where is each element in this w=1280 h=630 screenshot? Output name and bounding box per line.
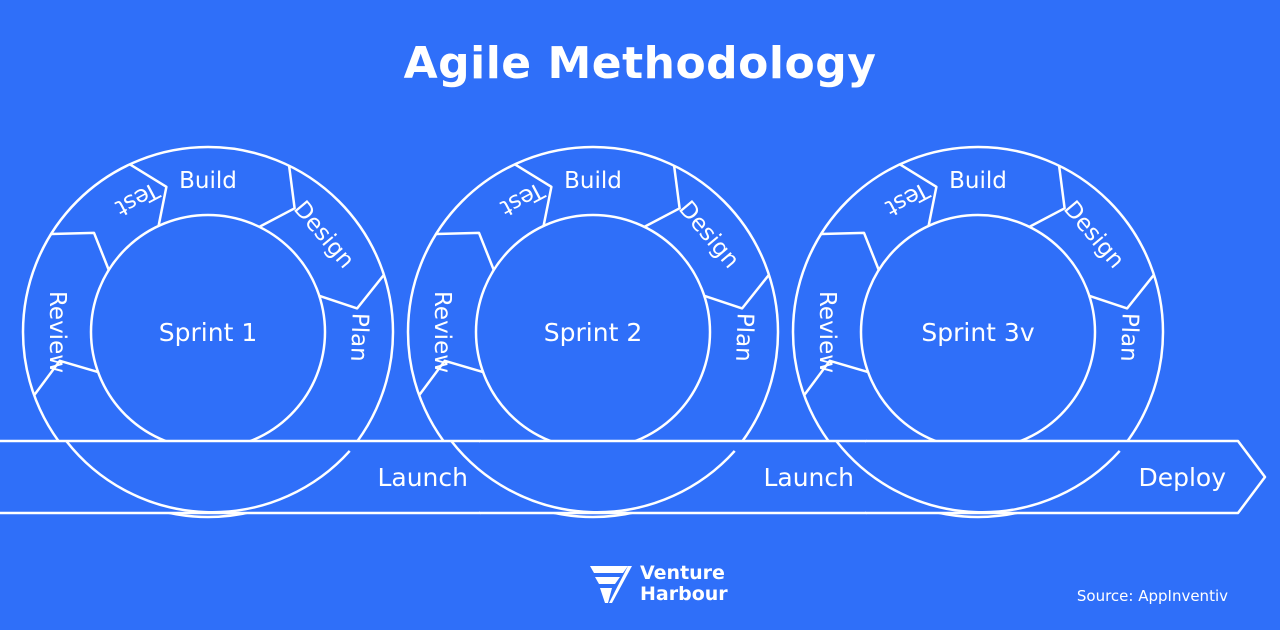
step-label-build: Build [564, 168, 622, 194]
source-credit: Source: AppInventiv [1076, 587, 1228, 605]
step-separator [703, 274, 770, 310]
step-label-design: Design [673, 196, 744, 274]
venture-harbour-logo-icon [590, 566, 632, 603]
end-label: Launch [763, 463, 854, 492]
step-label-review: Review [814, 291, 840, 373]
step-separator [258, 165, 296, 228]
step-label-test: Test [881, 176, 934, 221]
step-label-plan: Plan [345, 312, 373, 362]
step-label-plan: Plan [730, 312, 758, 362]
step-label-build: Build [179, 168, 237, 194]
end-label: Launch [377, 463, 468, 492]
sprint-outer-ring [406, 145, 780, 519]
step-separator [318, 274, 385, 310]
step-label-build: Build [949, 168, 1007, 194]
venture-harbour-logo: Venture Harbour [588, 563, 728, 605]
step-separator [514, 163, 553, 227]
step-separator [418, 359, 484, 397]
step-separator [643, 165, 681, 228]
band-fill [866, 441, 1265, 513]
sprint-outer-ring [791, 145, 1165, 519]
loop-hook [65, 440, 351, 514]
logo-line-2: Harbour [640, 583, 728, 605]
step-separator [33, 359, 99, 397]
step-separator [129, 163, 168, 227]
step-label-plan: Plan [1115, 312, 1143, 362]
sprint-label: Sprint 3v [921, 318, 1034, 347]
page-title: Agile Methodology [403, 38, 877, 89]
step-separator [821, 231, 880, 271]
sprint-label: Sprint 2 [544, 318, 642, 347]
step-label-review: Review [429, 291, 455, 373]
sprint-label: Sprint 1 [159, 318, 257, 347]
step-separator [899, 163, 938, 227]
sprint-outer-ring [21, 145, 395, 519]
band-fill [480, 441, 902, 513]
step-label-review: Review [44, 291, 70, 373]
step-label-design: Design [288, 196, 359, 274]
step-separator [51, 231, 110, 271]
end-label: Deploy [1138, 463, 1226, 492]
band-arrow [866, 439, 1267, 515]
step-label-design: Design [1058, 196, 1129, 274]
step-label-test: Test [111, 176, 164, 221]
step-separator [1028, 165, 1066, 228]
logo-line-1: Venture [640, 562, 725, 584]
loop-hook [835, 440, 1121, 514]
loop-hook [450, 440, 736, 514]
step-separator [1088, 274, 1155, 310]
step-separator [803, 359, 869, 397]
band-fill [0, 441, 516, 513]
step-label-test: Test [496, 176, 549, 221]
step-separator [436, 231, 495, 271]
